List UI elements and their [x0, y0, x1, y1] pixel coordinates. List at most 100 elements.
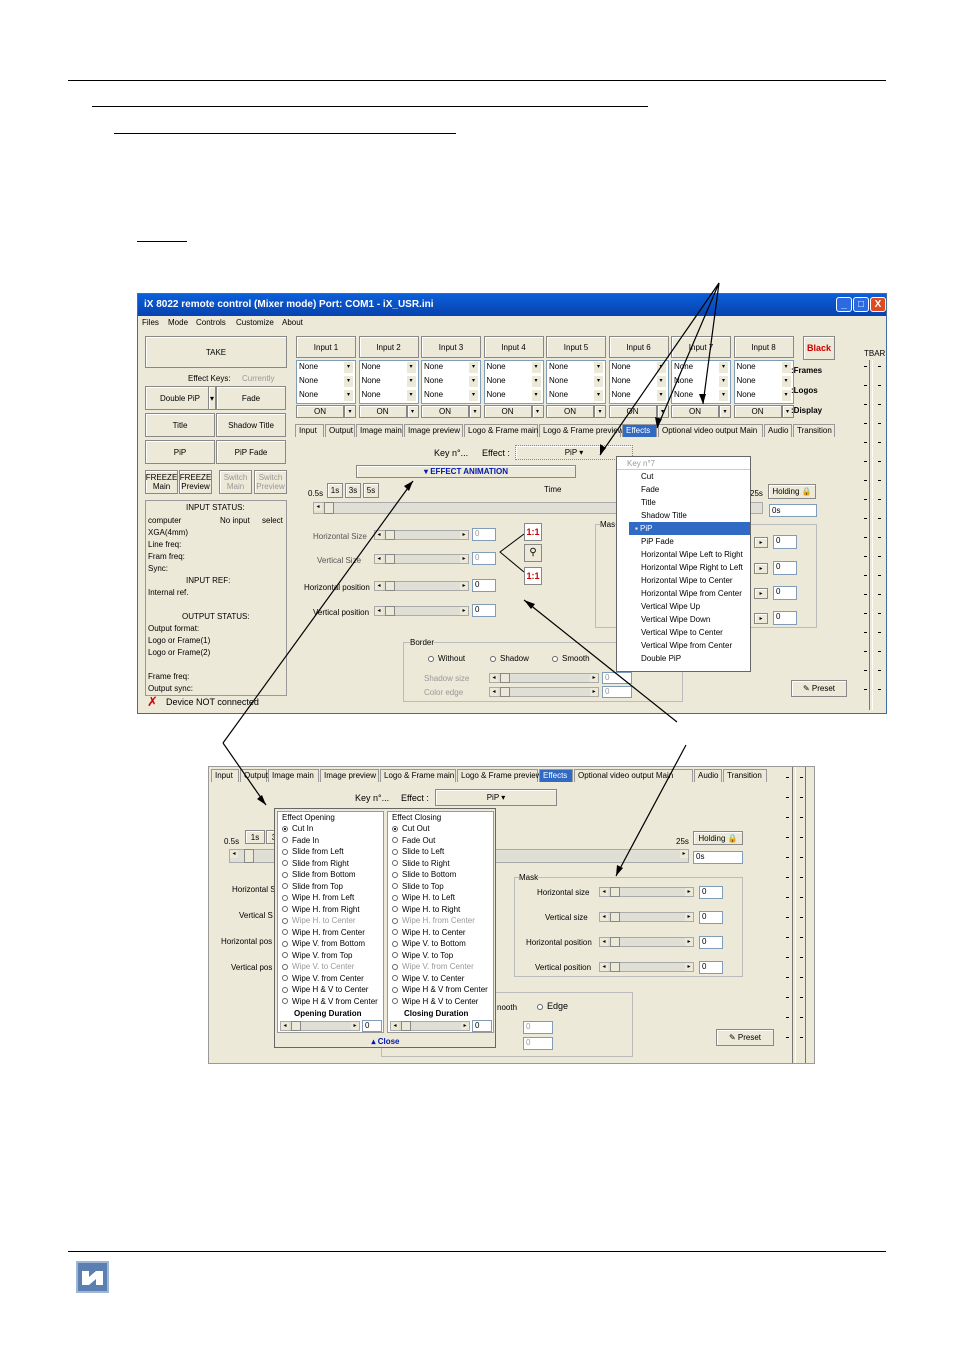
input-button-1[interactable]: Input 1 [296, 336, 356, 358]
closing-option[interactable]: Wipe H. to Right [388, 904, 493, 916]
dropdown-option[interactable]: ▪ PiP [629, 522, 750, 535]
lower-tab-effects[interactable]: Effects [539, 769, 573, 782]
opening-option[interactable]: Wipe V. from Bottom [278, 938, 383, 950]
close-button[interactable]: X [870, 297, 886, 312]
closing-option[interactable]: Wipe H. to Left [388, 892, 493, 904]
input-button-8[interactable]: Input 8 [733, 336, 794, 358]
closing-option[interactable]: Slide to Bottom [388, 869, 493, 881]
lower-edge-field[interactable]: 0 [523, 1037, 553, 1050]
ratio-top-icon[interactable]: 1:1 [524, 523, 542, 541]
key-dropdown-1[interactable]: ▾ [208, 386, 216, 410]
tab-audio[interactable]: Audio [764, 424, 792, 437]
tab-output[interactable]: Output [325, 424, 355, 437]
closing-option[interactable]: Wipe H & V to Center [388, 996, 493, 1008]
dropdown-option[interactable]: Horizontal Wipe Right to Left [641, 563, 743, 572]
lower-tab-logo-frame-preview[interactable]: Logo & Frame preview [457, 769, 541, 782]
input-button-4[interactable]: Input 4 [483, 336, 544, 358]
dropdown-option[interactable]: Title [641, 498, 656, 507]
opening-option[interactable]: Wipe H. from Right [278, 904, 383, 916]
input-source-select[interactable]: None▾ [298, 389, 354, 402]
lower-tab-image-main[interactable]: Image main [268, 769, 319, 782]
closing-option[interactable]: Slide to Right [388, 858, 493, 870]
mask-value-1[interactable]: 0 [773, 535, 797, 549]
opening-option[interactable]: Wipe H. from Center [278, 927, 383, 939]
input-on-toggle-7[interactable]: ON [671, 405, 719, 418]
color-edge-field[interactable]: 0 [602, 686, 632, 698]
border-option-without[interactable]: Without [428, 654, 465, 663]
input-source-select[interactable]: None▾ [361, 375, 417, 388]
mask-slider-arrow-3[interactable]: ▸ [754, 588, 768, 599]
input-source-select[interactable]: None▾ [361, 361, 417, 374]
lower-mask-value-1[interactable]: 0 [699, 886, 723, 899]
input-source-select[interactable]: None▾ [673, 375, 729, 388]
input-source-select[interactable]: None▾ [298, 361, 354, 374]
input-source-select[interactable]: None▾ [298, 375, 354, 388]
lower-mask-slider-1[interactable]: ◂▸ [599, 887, 694, 897]
time-3s-button[interactable]: 3s [345, 483, 361, 498]
input-source-select[interactable]: None▾ [486, 389, 542, 402]
menu-controls[interactable]: Controls [196, 318, 226, 327]
opening-duration-slider[interactable]: ◂▸ [280, 1021, 360, 1031]
border-option-shadow[interactable]: Shadow [490, 654, 529, 663]
switch-main-button[interactable]: Switch Main [219, 470, 252, 494]
lower-tab-transition[interactable]: Transition [723, 769, 767, 782]
input-source-select[interactable]: None▾ [548, 361, 604, 374]
time-1s-button[interactable]: 1s [327, 483, 343, 498]
tab-transition[interactable]: Transition [793, 424, 835, 437]
key-button-title[interactable]: Title [145, 413, 215, 437]
input-source-select[interactable]: None▾ [736, 389, 792, 402]
dropdown-option[interactable]: Shadow Title [641, 511, 687, 520]
input-button-7[interactable]: Input 7 [671, 336, 731, 358]
opening-option[interactable]: Wipe V. to Center [278, 961, 383, 973]
black-button[interactable]: Black [803, 336, 835, 360]
menu-customize[interactable]: Customize [236, 318, 274, 327]
input-source-select[interactable]: None▾ [486, 375, 542, 388]
closing-duration-slider[interactable]: ◂▸ [390, 1021, 470, 1031]
lower-tab-audio[interactable]: Audio [694, 769, 722, 782]
dropdown-option[interactable]: Horizontal Wipe from Center [641, 589, 742, 598]
lower-mask-value-2[interactable]: 0 [699, 911, 723, 924]
mask-slider-arrow-4[interactable]: ▸ [754, 613, 768, 624]
field-slider-3[interactable]: ◂▸ [374, 581, 469, 591]
lower-preset-button[interactable]: ✎ Preset [716, 1029, 774, 1046]
lower-effect-select[interactable]: PiP ▾ [435, 789, 557, 806]
chevron-down-icon[interactable]: ▾ [781, 405, 794, 418]
holding-value-field[interactable]: 0s [769, 504, 817, 517]
key-button-double-pip[interactable]: Double PiP [145, 386, 215, 410]
freeze-preview-button[interactable]: FREEZE Preview [179, 470, 212, 494]
input-source-select[interactable]: None▾ [423, 375, 479, 388]
mask-slider-arrow-2[interactable]: ▸ [754, 563, 768, 574]
tab-logo-frame-main[interactable]: Logo & Frame main [464, 424, 538, 437]
shadow-size-slider[interactable]: ◂▸ [489, 673, 599, 683]
input-on-toggle-1[interactable]: ON [296, 405, 344, 418]
mask-value-2[interactable]: 0 [773, 561, 797, 575]
opening-option[interactable]: Slide from Bottom [278, 869, 383, 881]
opening-option[interactable]: Fade In [278, 835, 383, 847]
tab-image-preview[interactable]: Image preview [404, 424, 463, 437]
input-on-toggle-8[interactable]: ON [733, 405, 782, 418]
lower-tbar-track[interactable] [792, 767, 796, 1063]
input-source-select[interactable]: None▾ [361, 389, 417, 402]
input-source-select[interactable]: None▾ [736, 375, 792, 388]
closing-option[interactable]: Wipe V. to Center [388, 973, 493, 985]
tbar-track[interactable] [869, 360, 873, 710]
input-source-select[interactable]: None▾ [423, 361, 479, 374]
dropdown-option[interactable]: Double PiP [641, 654, 682, 663]
opening-option[interactable]: Wipe H & V from Center [278, 996, 383, 1008]
take-button[interactable]: TAKE [145, 336, 287, 368]
opening-option[interactable]: Wipe V. from Center [278, 973, 383, 985]
lower-shadow-field[interactable]: 0 [523, 1021, 553, 1034]
lower-edge-option[interactable]: Edge [537, 1001, 568, 1011]
input-source-select[interactable]: None▾ [736, 361, 792, 374]
lower-tab-optional-video-output-main[interactable]: Optional video output Main [574, 769, 693, 782]
field-value-3[interactable]: 0 [472, 579, 496, 592]
dropdown-option[interactable]: Horizontal Wipe Left to Right [641, 550, 743, 559]
lower-tab-logo-frame-main[interactable]: Logo & Frame main [380, 769, 456, 782]
dropdown-option[interactable]: Vertical Wipe from Center [641, 641, 733, 650]
key-button-shadow-title[interactable]: Shadow Title [216, 413, 286, 437]
lower-mask-slider-3[interactable]: ◂▸ [599, 937, 694, 947]
holding-button[interactable]: Holding 🔒 [768, 484, 816, 499]
chevron-down-icon[interactable]: ▾ [594, 405, 606, 418]
chevron-down-icon[interactable]: ▾ [344, 405, 356, 418]
tab-image-main[interactable]: Image main [356, 424, 403, 437]
